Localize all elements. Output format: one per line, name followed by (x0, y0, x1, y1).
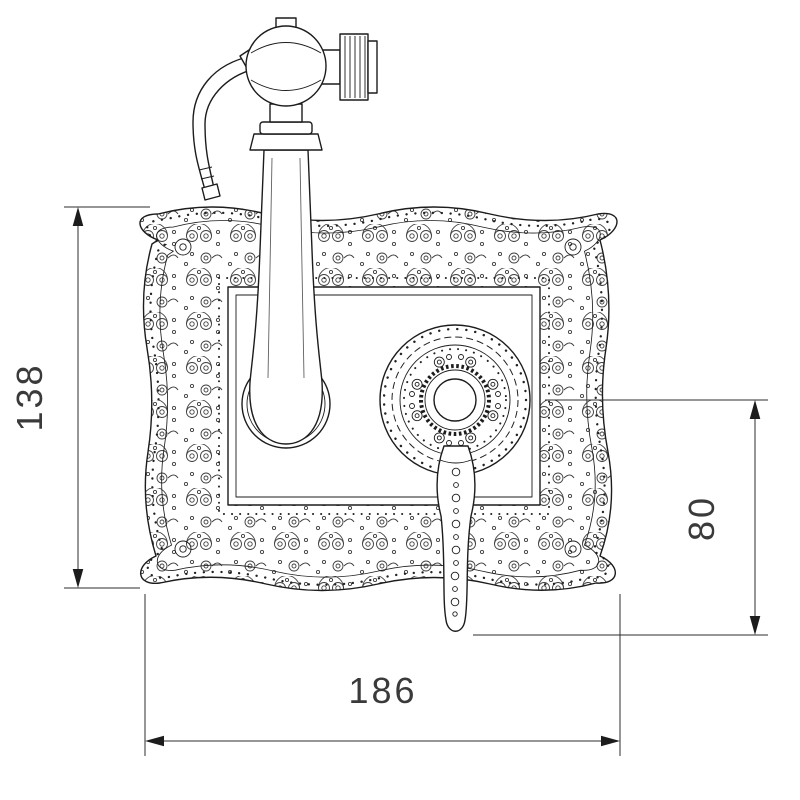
lever-chain (450, 467, 461, 617)
dimension-height: 138 (9, 206, 150, 589)
shower-flange (249, 133, 323, 151)
inner-panel-line (235, 294, 533, 498)
dimension-offset: 80 (473, 399, 768, 636)
fitting-ribs (344, 36, 366, 98)
dim-offset-label: 80 (681, 495, 722, 541)
arrowhead-left (145, 735, 164, 747)
corner-rosettes (174, 238, 582, 558)
control-knob (379, 324, 531, 476)
knob-hub-ring (424, 369, 486, 431)
knob-gear-ring (419, 364, 491, 436)
shower-collar (259, 121, 313, 135)
ribbed-fitting (339, 33, 369, 101)
knob-scroll-motifs (409, 354, 501, 446)
dim-height-label: 138 (9, 362, 50, 431)
knob-hub (433, 378, 477, 422)
arrowhead-right (601, 735, 620, 747)
arrowhead-down (72, 569, 84, 588)
mounting-plate (139, 206, 618, 592)
shower-hose (192, 55, 259, 201)
arrowhead-up (749, 400, 761, 419)
arrowhead-up (72, 207, 84, 226)
hose-end (201, 183, 221, 201)
arrowhead-down (749, 616, 761, 635)
fitting-cap (367, 40, 378, 94)
hand-shower (192, 17, 378, 449)
shower-handle (249, 149, 323, 445)
head-body-contours (250, 42, 322, 91)
knob-scallop-ring (391, 336, 519, 464)
dimension-width: 186 (144, 594, 621, 756)
knob-outer-bead-ring (382, 327, 528, 473)
shower-head-body (245, 25, 327, 107)
lever-body (436, 445, 476, 632)
diverter-lever (436, 445, 476, 632)
handle-shading-lines (267, 157, 305, 379)
lever-collar-line (439, 459, 472, 464)
dim-width-label: 186 (348, 670, 417, 711)
